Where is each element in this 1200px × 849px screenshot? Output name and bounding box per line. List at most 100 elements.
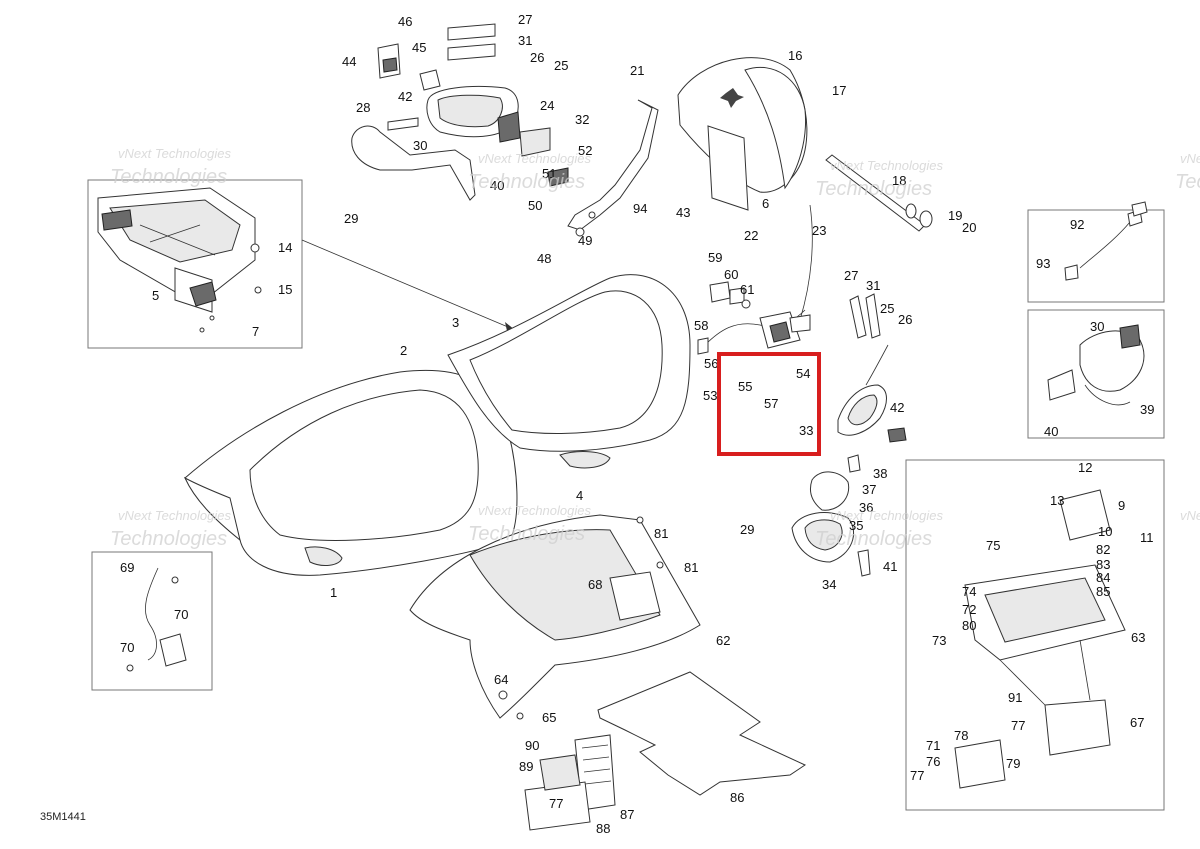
watermark-text: Technologies (468, 171, 585, 193)
callout-55: 55 (738, 379, 752, 394)
callout-23: 23 (812, 223, 826, 238)
callout-33: 33 (799, 423, 813, 438)
callout-22: 22 (744, 228, 758, 243)
callout-83: 83 (1096, 557, 1110, 572)
watermark-text: Technologies (815, 528, 932, 550)
callout-71: 71 (926, 738, 940, 753)
highlight-box (717, 352, 821, 456)
callout-92: 92 (1070, 217, 1084, 232)
callout-77: 77 (549, 796, 563, 811)
callout-36: 36 (859, 500, 873, 515)
callout-42: 42 (890, 400, 904, 415)
callout-14: 14 (278, 240, 292, 255)
callout-39: 39 (1140, 402, 1154, 417)
callout-59: 59 (708, 250, 722, 265)
callout-53: 53 (703, 388, 717, 403)
watermark-text: vNext Technologies (118, 146, 231, 161)
callout-26: 26 (530, 50, 544, 65)
callout-20: 20 (962, 220, 976, 235)
callout-35: 35 (849, 518, 863, 533)
callout-31: 31 (866, 278, 880, 293)
callout-58: 58 (694, 318, 708, 333)
callout-48: 48 (537, 251, 551, 266)
callout-70: 70 (120, 640, 134, 655)
inset-frame-rack (905, 459, 1165, 811)
callout-67: 67 (1130, 715, 1144, 730)
leader-line (301, 239, 516, 331)
callout-34: 34 (822, 577, 836, 592)
harness-middle-part (697, 204, 813, 355)
callout-9: 9 (1118, 498, 1125, 513)
callout-37: 37 (862, 482, 876, 497)
callout-82: 82 (1096, 542, 1110, 557)
callout-7: 7 (252, 324, 259, 339)
callout-19: 19 (948, 208, 962, 223)
callout-21: 21 (630, 63, 644, 78)
callout-85: 85 (1096, 584, 1110, 599)
watermark-text: Technologies (815, 178, 932, 200)
callout-49: 49 (578, 233, 592, 248)
callout-2: 2 (400, 343, 407, 358)
callout-68: 68 (588, 577, 602, 592)
callout-41: 41 (883, 559, 897, 574)
callout-42: 42 (398, 89, 412, 104)
callout-87: 87 (620, 807, 634, 822)
callout-26: 26 (898, 312, 912, 327)
callout-90: 90 (525, 738, 539, 753)
callout-3: 3 (452, 315, 459, 330)
callout-38: 38 (873, 466, 887, 481)
callout-30: 30 (1090, 319, 1104, 334)
callout-81: 81 (654, 526, 668, 541)
callout-77: 77 (1011, 718, 1025, 733)
callout-44: 44 (342, 54, 356, 69)
inset-frame-tether (91, 551, 213, 691)
callout-5: 5 (152, 288, 159, 303)
watermark-text: vNext Technologies (478, 503, 591, 518)
callout-6: 6 (762, 196, 769, 211)
backrest-logo (720, 88, 744, 108)
callout-76: 76 (926, 754, 940, 769)
callout-88: 88 (596, 821, 610, 836)
callout-24: 24 (540, 98, 554, 113)
backrest-bracket-part (567, 99, 659, 237)
callout-28: 28 (356, 100, 370, 115)
lower-handle-part (791, 454, 871, 577)
callout-74: 74 (962, 584, 976, 599)
callout-94: 94 (633, 201, 647, 216)
callout-64: 64 (494, 672, 508, 687)
callout-11: 11 (1140, 530, 1154, 545)
callout-18: 18 (892, 173, 906, 188)
fender-part (409, 514, 701, 720)
callout-12: 12 (1078, 460, 1092, 475)
watermarks: vNext Technologies Technologies vNext Te… (110, 146, 1200, 550)
rack-assembly-part (351, 23, 569, 201)
callout-89: 89 (519, 759, 533, 774)
callout-17: 17 (832, 83, 846, 98)
callout-25: 25 (880, 301, 894, 316)
callout-75: 75 (986, 538, 1000, 553)
holder-part (524, 734, 616, 831)
watermark-text: vNext Technologies (118, 508, 231, 523)
callout-29: 29 (344, 211, 358, 226)
harness-inset-part (1064, 201, 1148, 281)
callout-81: 81 (684, 560, 698, 575)
crossbar-part (825, 154, 933, 232)
callout-51: 51 (542, 166, 556, 181)
callout-45: 45 (412, 40, 426, 55)
watermark-text: vNext Technologies (830, 508, 943, 523)
watermark-text: vNext Technologies (1180, 508, 1200, 523)
callout-93: 93 (1036, 256, 1050, 271)
callout-10: 10 (1098, 524, 1112, 539)
callout-27: 27 (518, 12, 532, 27)
inset-frame-storage-box (87, 179, 303, 349)
callout-72: 72 (962, 602, 976, 617)
callout-52: 52 (578, 143, 592, 158)
callout-1: 1 (330, 585, 337, 600)
callout-84: 84 (1096, 570, 1110, 585)
watermark-text: vNext Technologies (830, 158, 943, 173)
inset-frame-harness (1027, 209, 1165, 303)
inset-frame-backrest-arm (1027, 309, 1165, 439)
reference-code: 35M1441 (40, 811, 86, 823)
watermark-text: vNext Technologies (1180, 151, 1200, 166)
